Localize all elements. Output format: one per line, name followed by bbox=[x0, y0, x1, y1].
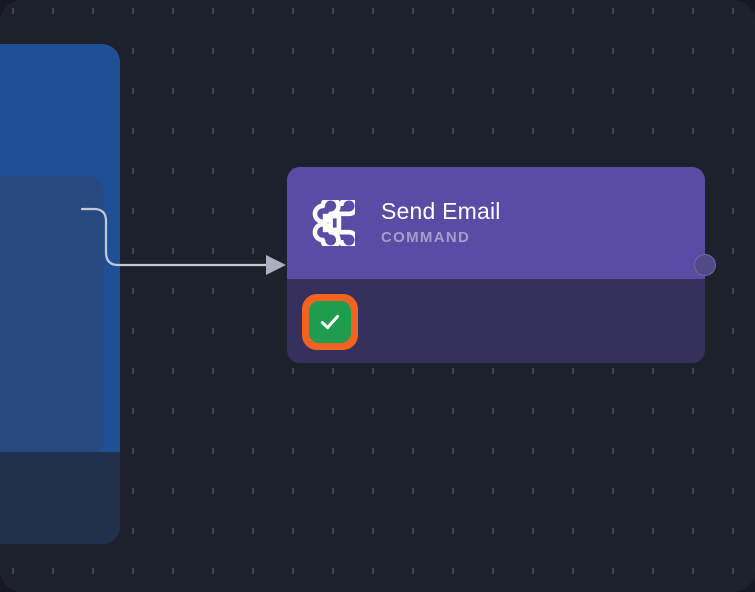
output-port[interactable] bbox=[694, 254, 716, 276]
command-node-text: Send Email COMMAND bbox=[381, 198, 501, 248]
edge-arrow-head bbox=[266, 255, 286, 275]
blue-node-panel bbox=[0, 176, 104, 456]
status-badge[interactable] bbox=[302, 294, 358, 350]
command-node-header[interactable]: Send Email COMMAND bbox=[287, 167, 705, 279]
blue-source-node[interactable] bbox=[0, 44, 120, 544]
status-badge-inner bbox=[309, 301, 351, 343]
command-node-subtitle: COMMAND bbox=[381, 229, 471, 246]
command-node[interactable]: Send Email COMMAND bbox=[287, 167, 705, 363]
blue-node-body bbox=[0, 452, 120, 544]
command-node-title: Send Email bbox=[381, 198, 501, 224]
command-icon bbox=[312, 200, 355, 246]
check-icon bbox=[320, 314, 340, 330]
command-node-body bbox=[287, 279, 705, 363]
